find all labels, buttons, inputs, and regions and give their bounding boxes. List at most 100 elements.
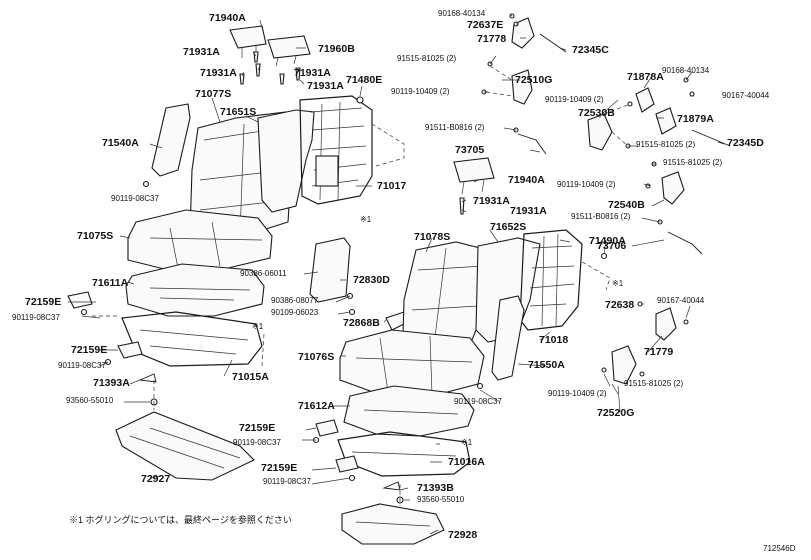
armrest-72830d <box>309 237 351 303</box>
label-72868b: 72868B <box>343 317 380 329</box>
seatback-cover-71651s <box>257 109 315 213</box>
label-90386-08077: 90386-08077 <box>271 296 319 305</box>
label-71778: 71778 <box>477 33 507 45</box>
diagram-id: 712546D <box>763 544 796 553</box>
label-71540a: 71540A <box>102 137 139 149</box>
label-93560-55010: 93560-55010 <box>66 396 114 405</box>
seat-frame-71015a <box>121 311 263 367</box>
label-72928: 72928 <box>448 529 478 541</box>
label-72159e: 72159E <box>239 422 276 434</box>
footnote: ※1 ホグリングについては、最終ページを参照ください <box>69 515 292 525</box>
recliner-cover-71879a <box>655 107 677 135</box>
rod-72345d <box>691 129 731 147</box>
label-71393b: 71393B <box>417 482 454 494</box>
label-72345c: 72345C <box>572 44 609 56</box>
side-trim-71540a <box>151 103 191 177</box>
label-71077s: 71077S <box>195 88 232 100</box>
label-90119-10409: 90119-10409 (2) <box>391 87 450 96</box>
seat-cushion-cover-71076s <box>339 329 485 397</box>
label-93560-55010: 93560-55010 <box>417 495 465 504</box>
label-72530b: 72530B <box>578 107 615 119</box>
label-90119-10409: 90119-10409 (2) <box>548 389 607 398</box>
label-note1: ※1 <box>461 438 473 447</box>
recliner-72520g <box>611 345 637 385</box>
label-71879a: 71879A <box>677 113 714 125</box>
label-note1: ※1 <box>612 279 624 288</box>
label-71490a: 71490A <box>589 235 626 247</box>
label-71779: 71779 <box>644 346 674 358</box>
recliner-72510g <box>511 69 533 105</box>
label-90119-08c37: 90119-08C37 <box>111 194 159 203</box>
seat-cushion-cover-71075s <box>127 209 273 273</box>
label-71480e: 71480E <box>346 74 383 86</box>
label-90168-40134: 90168-40134 <box>662 66 710 75</box>
label-71018: 71018 <box>539 334 569 346</box>
label-72638: 72638 <box>605 299 635 311</box>
label-72345d: 72345D <box>727 137 764 149</box>
label-71878a: 71878A <box>627 71 664 83</box>
label-91515-81025: 91515-81025 (2) <box>624 379 684 388</box>
label-90119-08c37: 90119-08C37 <box>12 313 60 322</box>
label-71550a: 71550A <box>528 359 565 371</box>
label-72510g: 72510G <box>515 74 553 86</box>
lower-cover-72927 <box>115 411 255 481</box>
label-91511-b0816: 91511-B0816 (2) <box>425 123 485 132</box>
label-72927: 72927 <box>141 473 171 485</box>
label-71016a: 71016A <box>448 456 485 468</box>
cable-73705 <box>517 133 547 155</box>
label-71652s: 71652S <box>490 221 527 233</box>
label-71940a: 71940A <box>209 12 246 24</box>
label-90167-40044: 90167-40044 <box>657 296 705 305</box>
label-72159e: 72159E <box>71 344 108 356</box>
label-90109-06023: 90109-06023 <box>271 308 319 317</box>
label-72159e: 72159E <box>25 296 62 308</box>
label-71931a: 71931A <box>183 46 220 58</box>
recliner-72540b <box>661 171 685 205</box>
label-91515-81025: 91515-81025 (2) <box>636 140 696 149</box>
label-note1: ※1 <box>360 215 372 224</box>
label-72637e: 72637E <box>467 19 504 31</box>
label-73706: 73706 <box>597 240 627 252</box>
label-73705: 73705 <box>455 144 485 156</box>
label-71651s: 71651S <box>220 106 257 118</box>
label-90168-40134: 90168-40134 <box>438 9 486 18</box>
recliner-72530b <box>587 113 613 151</box>
label-90119-08c37: 90119-08C37 <box>454 397 502 406</box>
label-71076s: 71076S <box>298 351 335 363</box>
label-90119-08c37: 90119-08C37 <box>263 477 311 486</box>
recliner-cover-71779 <box>655 307 677 341</box>
label-71017: 71017 <box>377 180 407 192</box>
label-90119-08c37: 90119-08C37 <box>233 438 281 447</box>
label-note1: ※1 <box>252 322 264 331</box>
label-91515-81025: 91515-81025 (2) <box>397 54 457 63</box>
rod-72345c <box>539 33 567 53</box>
label-71940a: 71940A <box>508 174 545 186</box>
recliner-cover-71878a <box>635 87 655 113</box>
label-71931a: 71931A <box>200 67 237 79</box>
label-71931a: 71931A <box>294 67 331 79</box>
label-90119-10409: 90119-10409 (2) <box>557 180 616 189</box>
headrest-71960b <box>267 35 311 59</box>
label-72159e: 72159E <box>261 462 298 474</box>
label-90386-06011: 90386-06011 <box>240 269 287 278</box>
label-91511-b0816: 91511-B0816 (2) <box>571 212 631 221</box>
label-71078s: 71078S <box>414 231 451 243</box>
label-72830d: 72830D <box>353 274 390 286</box>
headrest-71940a-center <box>453 157 495 183</box>
label-90167-40044: 90167-40044 <box>722 91 770 100</box>
label-71611a: 71611A <box>92 277 129 289</box>
label-90119-10409: 90119-10409 (2) <box>545 95 604 104</box>
label-71960b: 71960B <box>318 43 355 55</box>
seat-cushion-pad-71611a <box>125 263 265 317</box>
headrest-71940a <box>229 25 267 49</box>
label-91515-81025: 91515-81025 (2) <box>663 158 723 167</box>
cable-73706 <box>667 231 703 255</box>
label-71612a: 71612A <box>298 400 335 412</box>
label-71393a: 71393A <box>93 377 130 389</box>
label-71931a: 71931A <box>473 195 510 207</box>
label-71931a: 71931A <box>307 80 344 92</box>
label-71015a: 71015A <box>232 371 269 383</box>
label-90119-08c37: 90119-08C37 <box>58 361 106 370</box>
